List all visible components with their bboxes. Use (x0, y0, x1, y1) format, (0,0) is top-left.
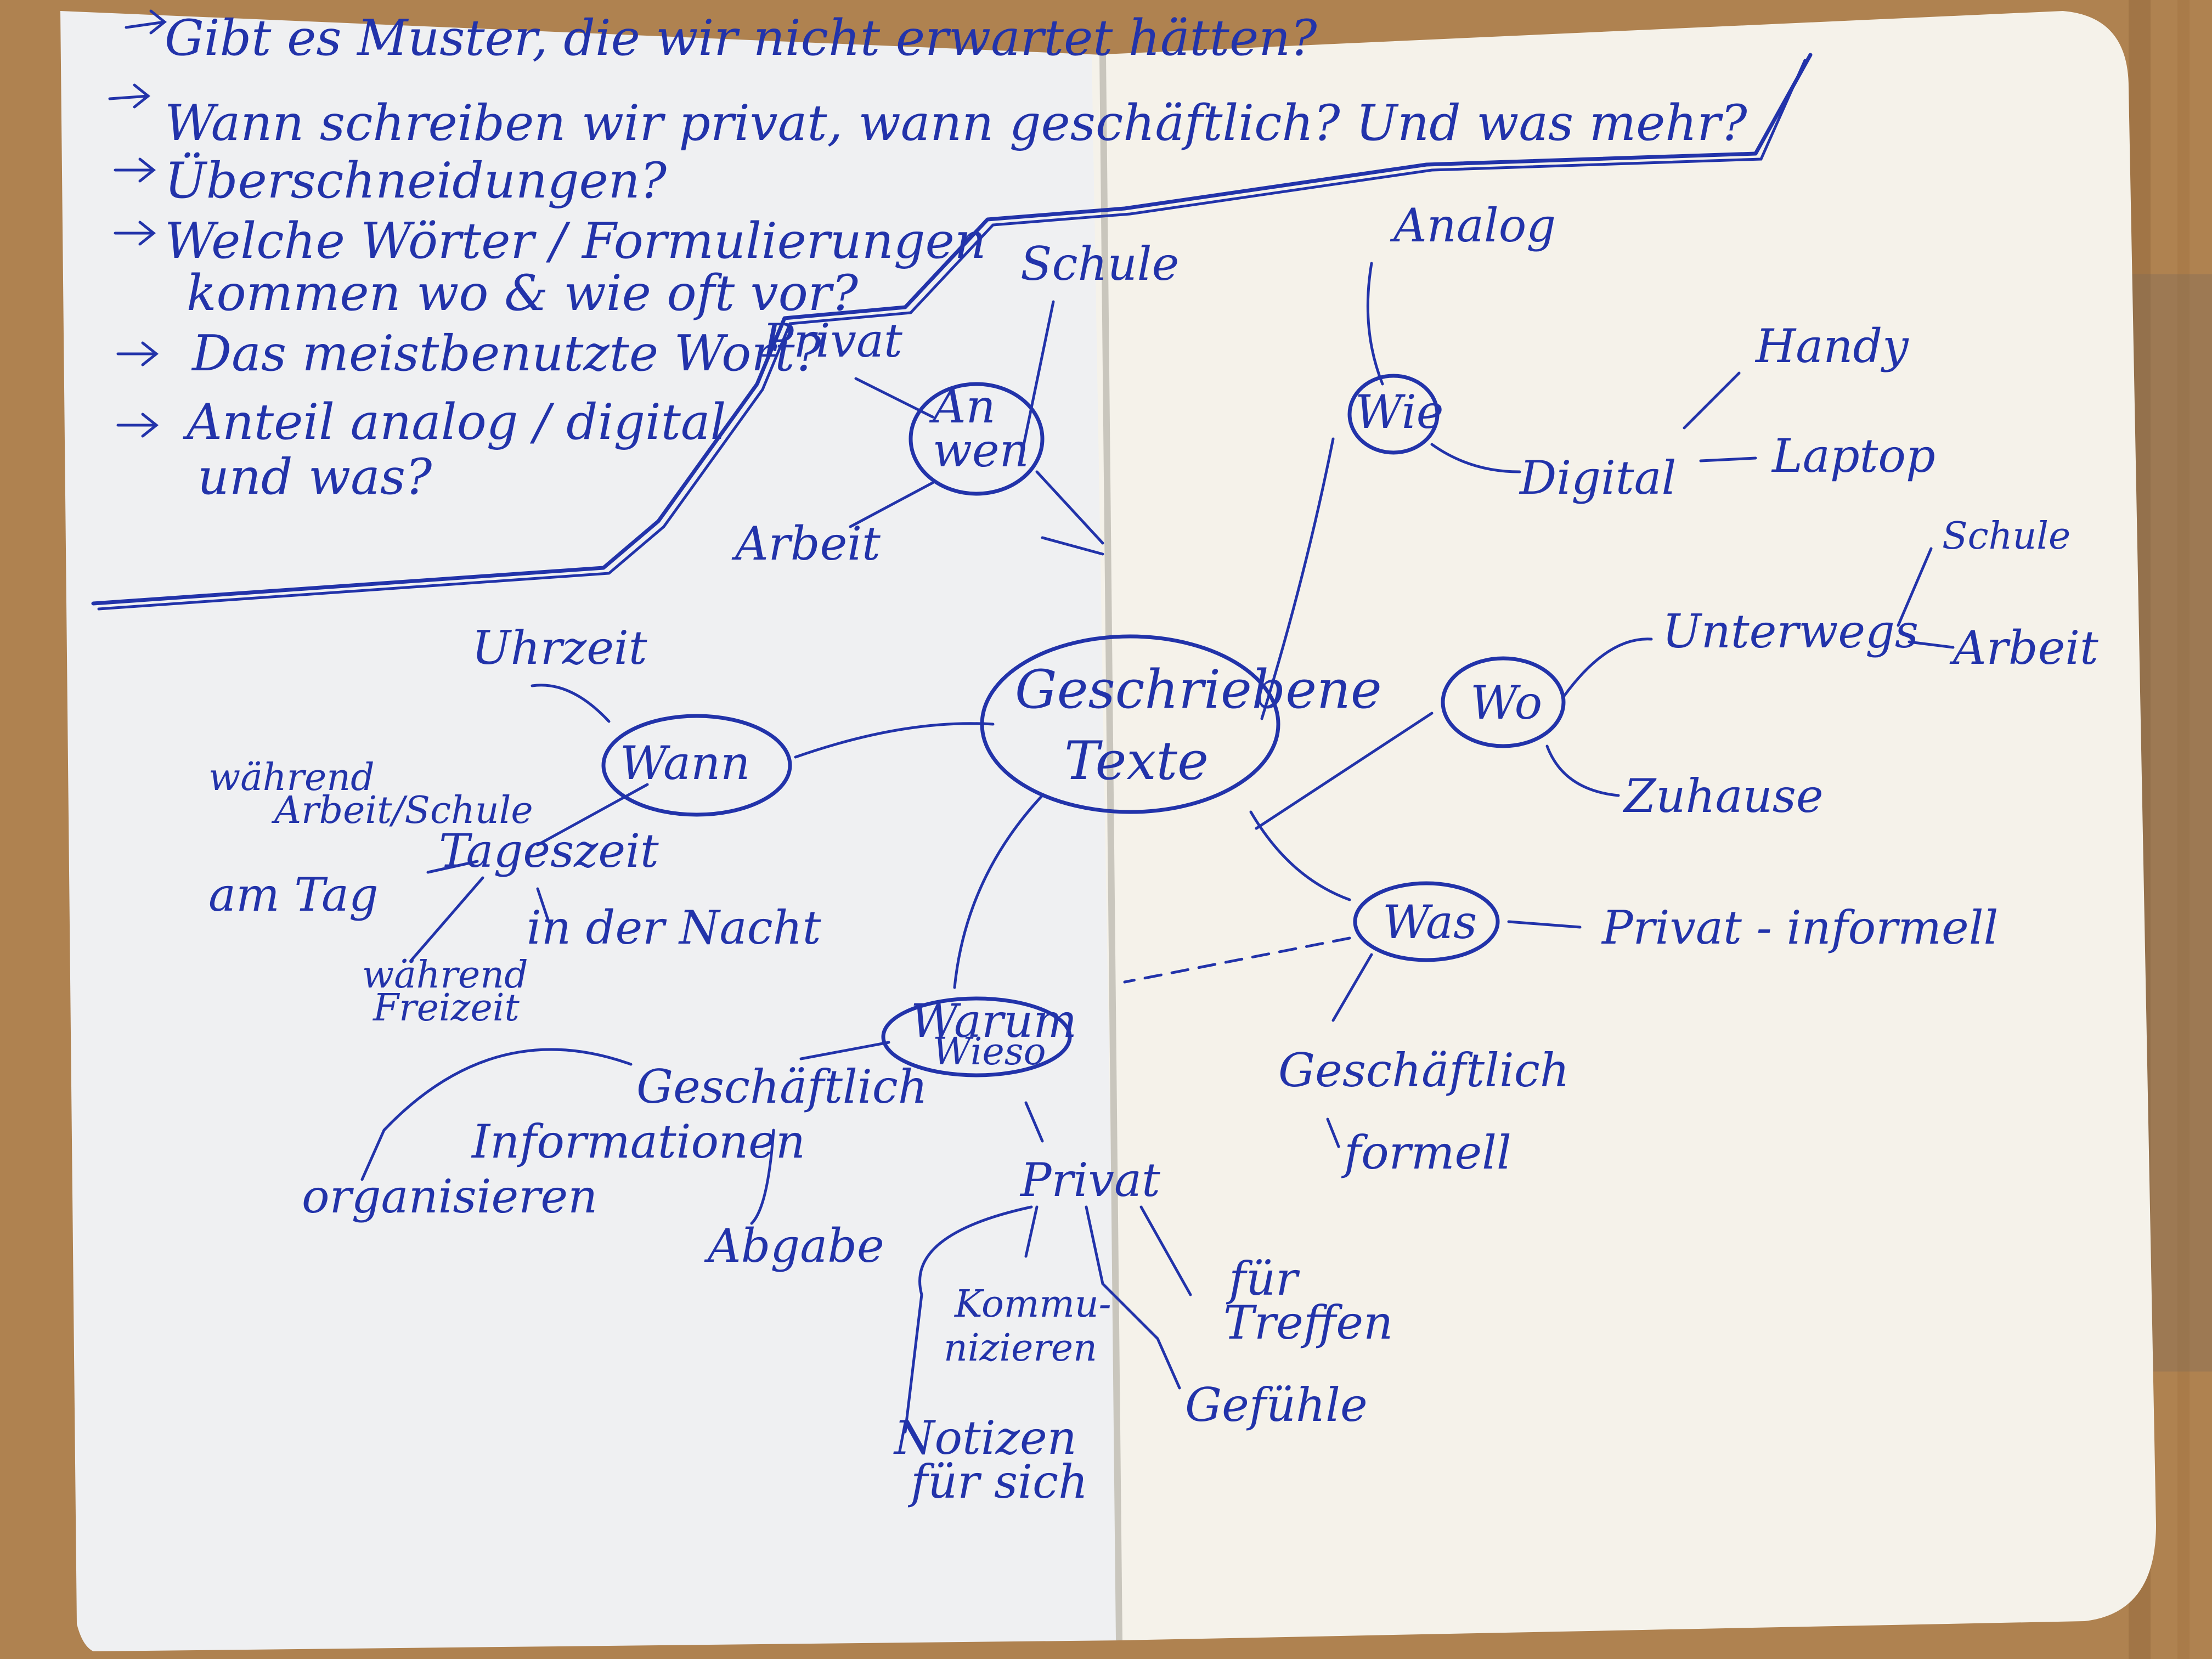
was-formell: formell (1341, 1126, 1511, 1180)
wo-unterwegs: Unterwegs (1662, 605, 1918, 658)
question-5: Das meistbenutzte Wort? (191, 325, 822, 382)
an-wen-item-privat: Privat (761, 314, 902, 368)
an-wen-hub-line2: wen (933, 424, 1029, 477)
wann-nacht: in der Nacht (527, 901, 821, 955)
wann-waehrend-line2: Arbeit/Schule (271, 789, 533, 832)
warum-abgabe: Abgabe (704, 1219, 884, 1273)
warum-kommunizieren-line1: Kommu- (953, 1283, 1111, 1326)
wann-tageszeit: Tageszeit (439, 824, 659, 878)
warum-notizen-line1: Notizen (893, 1411, 1077, 1465)
wie-analog: Analog (1390, 199, 1556, 252)
center-node: Geschriebene Texte (980, 634, 1382, 814)
center-label-line2: Texte (1064, 730, 1209, 792)
warum-privat: Privat (1019, 1153, 1160, 1207)
warum-gefuehle: Gefühle (1185, 1378, 1368, 1432)
center-label-line1: Geschriebene (1015, 659, 1382, 720)
wie-laptop: Laptop (1771, 429, 1936, 483)
wo-node: Wo Unterwegs Schule Arbeit Zuhause (1441, 515, 2098, 823)
wann-waehrend-line1: während (208, 756, 375, 799)
was-geschaeftlich: Geschäftlich (1278, 1043, 1570, 1097)
wo-arbeit: Arbeit (1949, 621, 2098, 675)
spine-fold (1099, 54, 1122, 1641)
right-page (1092, 11, 2156, 1640)
warum-kommunizieren-line2: nizieren (944, 1327, 1097, 1370)
wie-node: Wie Analog Digital Handy Laptop (1347, 199, 1936, 505)
wann-freizeit-line2: Freizeit (372, 986, 520, 1030)
wo-zuhause: Zuhause (1622, 769, 1824, 823)
warum-geschaeftlich: Geschäftlich (636, 1060, 928, 1114)
wann-freizeit-line1: während (362, 953, 528, 997)
question-4: Welche Wörter / Formulierungen (165, 212, 986, 270)
question-3: Überschneidungen? (165, 152, 667, 210)
warum-node: Warum Wieso Geschäftlich Informationen o… (302, 994, 1393, 1509)
wie-handy: Handy (1754, 319, 1909, 373)
warum-hub-line2: Wieso (933, 1030, 1046, 1074)
question-2: Wann schreiben wir privat, wann geschäft… (165, 94, 1747, 152)
warum-treffen-line1: für (1226, 1252, 1300, 1306)
warum-organisieren: organisieren (302, 1170, 597, 1223)
was-node: Was Privat - informell Geschäftlich form… (1278, 881, 1999, 1180)
wie-digital: Digital (1519, 451, 1677, 505)
an-wen-node: An wen Schule Privat Arbeit (731, 237, 1179, 571)
an-wen-hub-line1: An (929, 380, 996, 433)
wo-schule: Schule (1942, 515, 2070, 558)
question-4-cont: kommen wo & wie oft vor? (187, 264, 859, 322)
mindmap-connectors (360, 262, 1955, 1434)
warum-treffen-line2: Treffen (1223, 1296, 1393, 1350)
warum-hub-line1: Warum (911, 994, 1077, 1048)
warum-informationen: Informationen (471, 1115, 805, 1169)
wo-hub: Wo (1470, 676, 1542, 730)
an-wen-item-arbeit: Arbeit (731, 517, 881, 571)
warum-notizen-line2: für sich (907, 1455, 1088, 1509)
an-wen-item-schule: Schule (1020, 237, 1179, 291)
wann-hub: Wann (620, 736, 750, 790)
question-6: Anteil analog / digital (183, 393, 726, 451)
question-list: Gibt es Muster, die wir nicht erwartet h… (91, 9, 1813, 611)
wie-hub: Wie (1355, 385, 1443, 439)
wann-uhrzeit: Uhrzeit (472, 621, 647, 675)
question-1: Gibt es Muster, die wir nicht erwartet h… (165, 9, 1317, 67)
notebook (60, 11, 2156, 1651)
was-hub: Was (1383, 895, 1477, 949)
wann-node: Wann Uhrzeit Tageszeit während Arbeit/Sc… (208, 621, 821, 1030)
wann-am-tag: am Tag (208, 868, 379, 922)
boundary-line (91, 53, 1813, 606)
was-privat: Privat - informell (1601, 901, 1999, 955)
left-page (60, 11, 1119, 1651)
question-6-cont: und was? (198, 448, 432, 506)
